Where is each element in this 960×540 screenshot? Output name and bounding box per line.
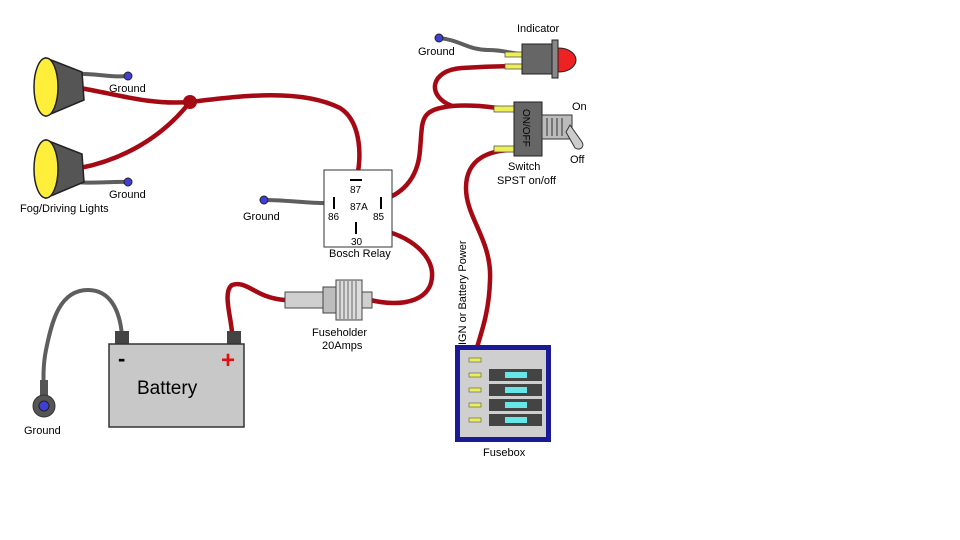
power-wires — [77, 63, 525, 365]
wire-relay30-to-fuseholder — [357, 225, 435, 306]
fog-lamp-lower — [33, 138, 85, 200]
fog-lamp-upper — [33, 56, 85, 118]
battery — [108, 331, 245, 428]
switch-type-label: SPST on/off — [497, 175, 557, 187]
ground-dot-relay — [259, 195, 269, 205]
relay-pin-87: 87 — [350, 185, 362, 196]
switch-face-label: ON/OFF — [520, 109, 531, 147]
relay-label: Bosch Relay — [329, 248, 391, 260]
ground-label-indicator: Ground — [418, 46, 455, 58]
fusebox-label: Fusebox — [483, 447, 526, 459]
ground-wire-battery — [41, 287, 124, 402]
relay-pin-30: 30 — [351, 237, 363, 248]
ground-label-lamp1: Ground — [109, 83, 146, 95]
fuse-slot — [468, 414, 542, 426]
battery-minus-sign: - — [118, 346, 125, 371]
wire-splice-to-relay87 — [187, 93, 362, 183]
ground-label-lamp2: Ground — [109, 189, 146, 201]
switch-on-label: On — [572, 101, 587, 113]
battery-plus-sign: + — [221, 347, 235, 374]
switch-label: Switch — [508, 161, 540, 173]
power-source-label: IGN or Battery Power — [457, 240, 469, 345]
wire-lamp1-to-splice — [77, 85, 193, 105]
relay-pin-86: 86 — [328, 212, 340, 223]
fuseholder-label: Fuseholder — [312, 327, 367, 339]
wire-fuseholder-to-battery — [225, 281, 288, 337]
wire-lamp2-to-splice — [77, 99, 193, 171]
fusebox — [455, 345, 551, 442]
fuseholder-rating: 20Amps — [322, 340, 363, 352]
relay-pin-85: 85 — [373, 212, 385, 223]
bosch-relay — [323, 169, 393, 248]
fog-lights-label: Fog/Driving Lights — [20, 203, 109, 215]
switch-off-label: Off — [570, 154, 585, 166]
spst-switch — [493, 101, 584, 157]
indicator-lamp — [504, 39, 577, 79]
inline-fuseholder — [284, 279, 373, 321]
ground-wire-relay — [262, 198, 335, 206]
wire-switch-to-fusebox — [463, 147, 517, 365]
wire-splice — [183, 95, 197, 109]
ground-dot-lamp1 — [123, 71, 133, 81]
wire-switch-to-indicator — [432, 63, 525, 109]
ground-label-battery: Ground — [24, 425, 61, 437]
fuse-slot — [468, 399, 542, 411]
ground-label-relay: Ground — [243, 211, 280, 223]
ground-dot-indicator — [434, 33, 444, 43]
indicator-label: Indicator — [517, 23, 560, 35]
ground-wire-lamp1 — [74, 71, 130, 79]
ground-dot-lamp2 — [123, 177, 133, 187]
fuse-slot — [468, 384, 542, 396]
fuse-slot — [468, 369, 542, 381]
relay-pin-87a: 87A — [350, 202, 368, 213]
fuse-slot — [468, 357, 482, 363]
battery-label: Battery — [137, 378, 198, 399]
ground-terminal-battery — [32, 380, 56, 418]
wire-relay85-to-switch — [377, 103, 517, 203]
